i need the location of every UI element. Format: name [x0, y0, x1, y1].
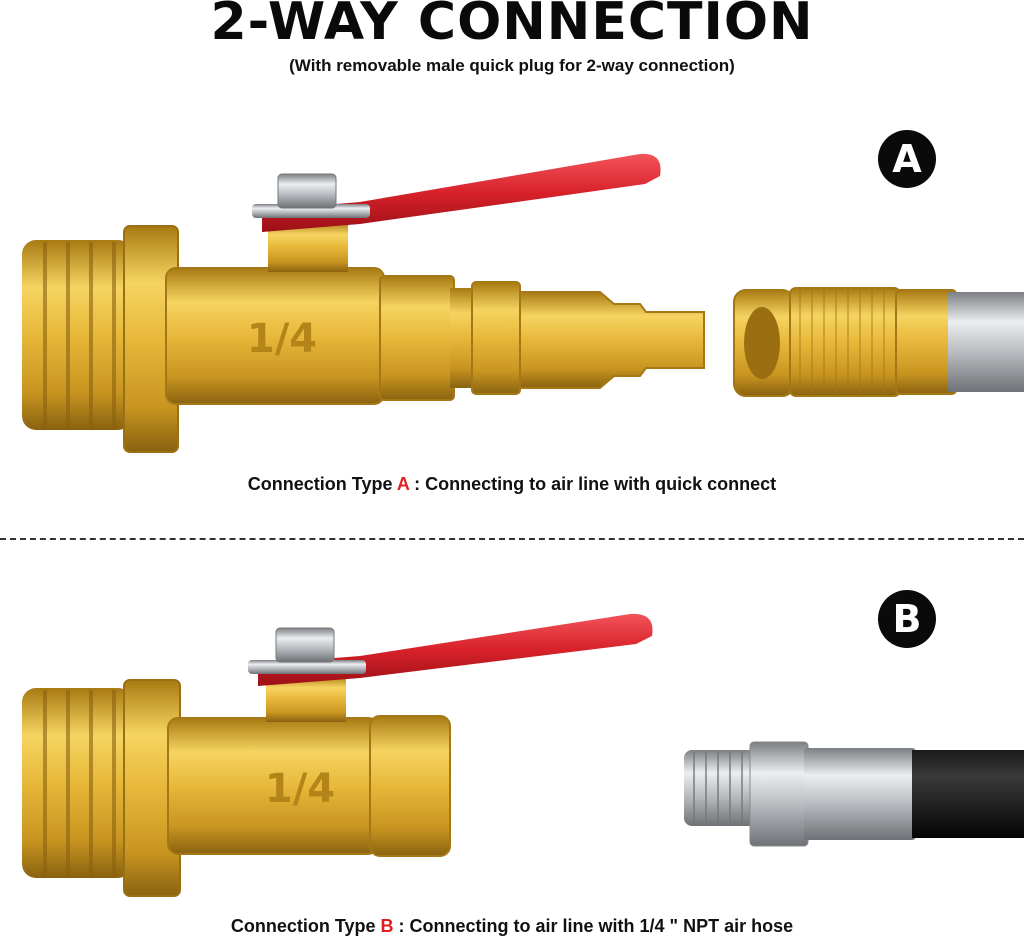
hose-thread-b: [22, 688, 132, 878]
air-hose-a: [948, 292, 1024, 392]
page-title: 2-WAY CONNECTION: [210, 0, 814, 52]
hose-thread-a: [22, 240, 132, 430]
air-hose-b: [912, 750, 1024, 838]
product-image-a: 1/4: [22, 153, 1024, 453]
page-subtitle: (With removable male quick plug for 2-wa…: [289, 56, 735, 75]
valve-marking-a: 1/4: [247, 316, 317, 362]
valve-cap-nut-b: [275, 627, 335, 663]
badge-b: B: [878, 590, 936, 648]
male-plug-a: [471, 281, 521, 395]
valve-marking-b: 1/4: [265, 766, 335, 812]
caption-a: Connection Type A : Connecting to air li…: [247, 474, 777, 494]
valve-cap-nut-a: [277, 173, 337, 209]
product-image-b: 1/4: [22, 613, 1024, 897]
caption-b: Connection Type B : Connecting to air li…: [230, 916, 794, 936]
npt-thread-b: [684, 750, 756, 826]
section-divider: [0, 538, 1024, 540]
female-npt-end-b: [369, 715, 451, 857]
badge-a: A: [878, 130, 936, 188]
